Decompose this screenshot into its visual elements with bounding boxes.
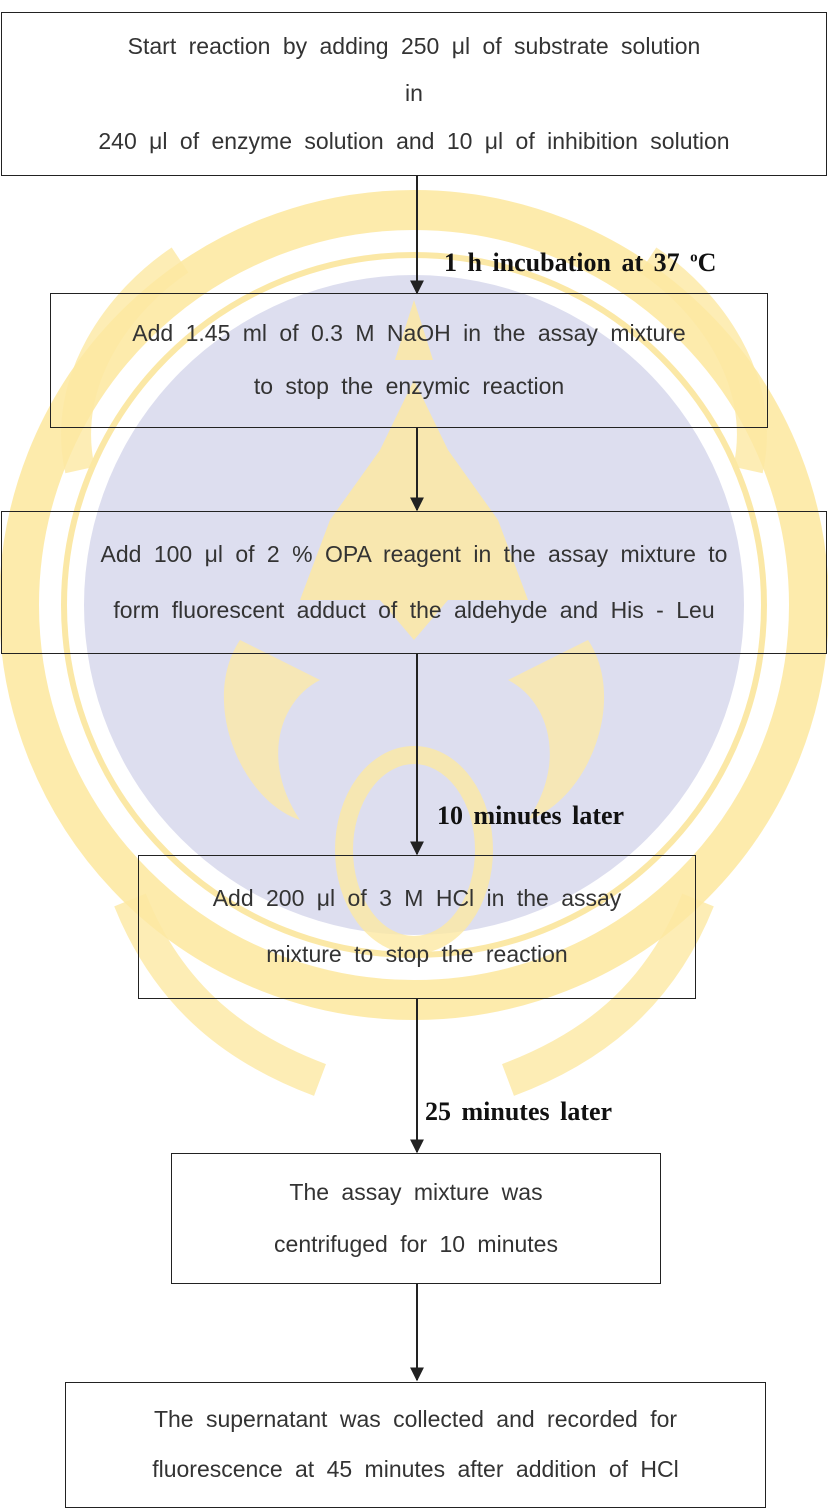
step-2-line-2: to stop the enzymic reaction — [253, 373, 565, 400]
step-box-add-opa: Add 100 μl of 2 % OPA reagent in the ass… — [1, 511, 827, 654]
step-4-line-1: Add 200 μl of 3 M HCl in the assay — [212, 884, 622, 911]
step-3-line-2: form fluorescent adduct of the aldehyde … — [113, 596, 715, 623]
step-box-add-hcl: Add 200 μl of 3 M HCl in the assay mixtu… — [138, 855, 696, 999]
step-5-line-1: The assay mixture was — [289, 1178, 543, 1205]
step-box-centrifuge: The assay mixture was centrifuged for 10… — [171, 1153, 661, 1284]
label-incubation-degree: o — [690, 249, 698, 266]
label-incubation-unit: C — [697, 248, 717, 277]
step-6-line-1: The supernatant was collected and record… — [153, 1405, 678, 1432]
step-3-line-1: Add 100 μl of 2 % OPA reagent in the ass… — [100, 540, 728, 567]
label-ten-minutes: 10 minutes later — [437, 801, 625, 830]
step-box-supernatant: The supernatant was collected and record… — [65, 1382, 766, 1508]
step-2-line-1: Add 1.45 ml of 0.3 M NaOH in the assay m… — [132, 319, 686, 346]
step-4-line-2: mixture to stop the reaction — [266, 941, 568, 968]
step-1-line-3: 240 μl of enzyme solution and 10 μl of i… — [98, 127, 730, 154]
step-1-line-2: in — [405, 80, 423, 107]
step-5-line-2: centrifuged for 10 minutes — [274, 1230, 558, 1257]
label-incubation-text: 1 h incubation at 37 — [444, 248, 691, 277]
label-incubation: 1 h incubation at 37 oC — [444, 248, 716, 278]
label-twentyfive-minutes: 25 minutes later — [425, 1097, 613, 1126]
step-1-line-1: Start reaction by adding 250 μl of subst… — [127, 32, 701, 59]
step-box-add-naoh: Add 1.45 ml of 0.3 M NaOH in the assay m… — [50, 293, 768, 428]
step-6-line-2: fluorescence at 45 minutes after additio… — [152, 1456, 679, 1483]
step-box-start-reaction: Start reaction by adding 250 μl of subst… — [1, 12, 827, 176]
